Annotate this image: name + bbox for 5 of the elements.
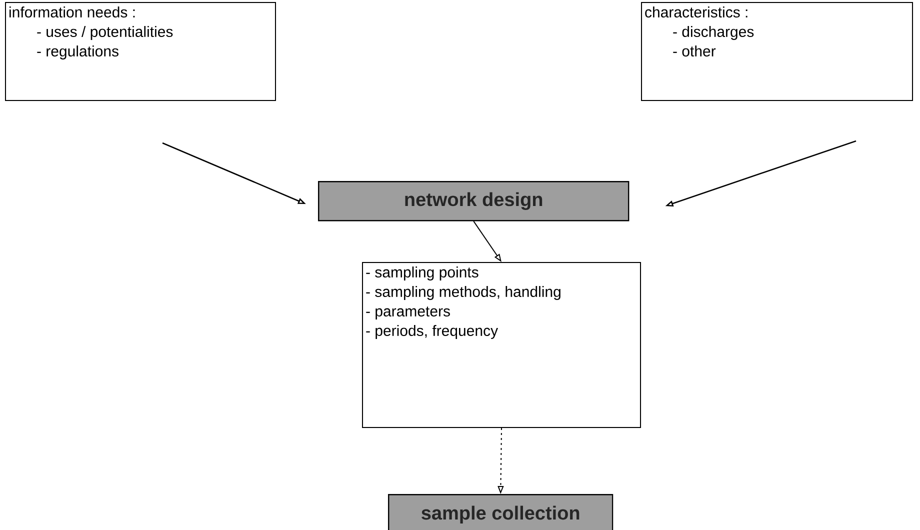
list-box: characteristics : - discharges - other [641, 2, 913, 101]
process-box: sample collection [388, 494, 614, 530]
process-box: network design [318, 181, 630, 222]
list-box: - sampling points - sampling methods, handling - parameters - periods, frequency [362, 262, 641, 428]
list-box: information needs : - uses / potentialities - regulations [5, 2, 276, 101]
